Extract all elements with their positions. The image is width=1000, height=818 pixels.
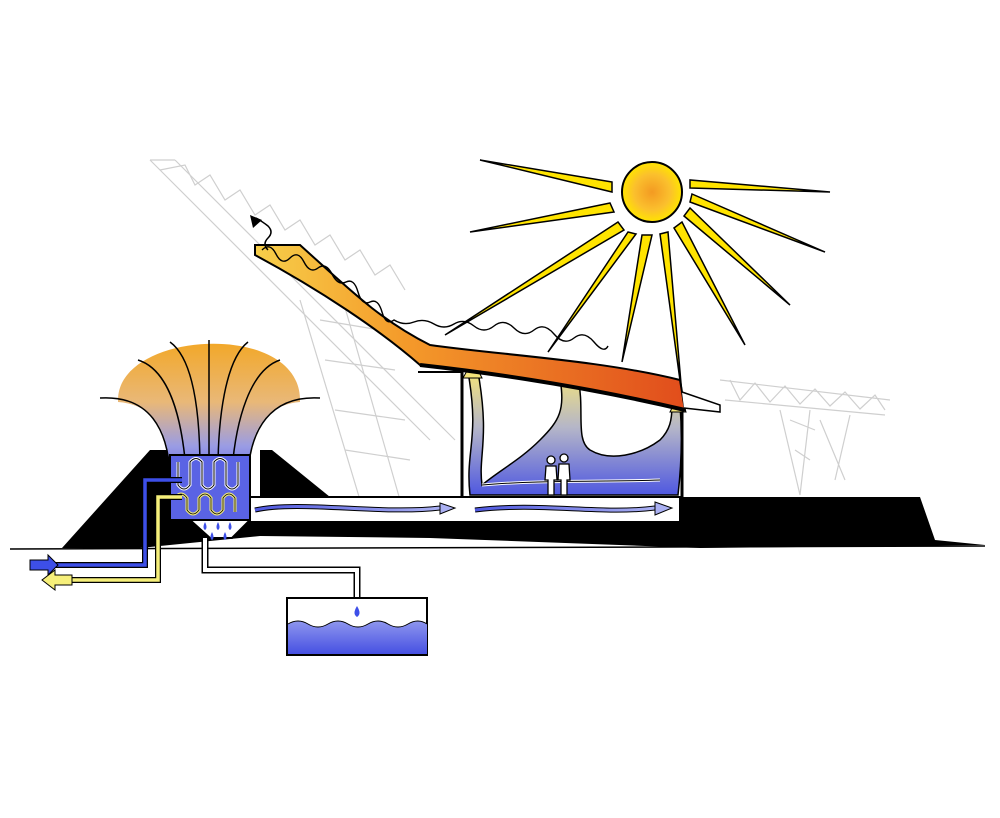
roof-truss-left <box>149 159 456 501</box>
arrow-icon <box>41 568 73 592</box>
arrow-icon <box>654 501 674 516</box>
person-icon <box>544 453 571 496</box>
water-drop-icon <box>354 606 360 617</box>
solar-collector-roof <box>254 244 721 413</box>
sun-icon <box>444 159 831 396</box>
arrow-icon <box>29 553 59 577</box>
water-tank <box>286 597 428 656</box>
exhaust-air <box>250 215 272 251</box>
outlet-pipe <box>41 494 182 592</box>
inlet-pipe <box>29 477 182 577</box>
drain-pipe <box>201 538 361 600</box>
arrow-icon <box>439 502 457 515</box>
roof-truss-right <box>719 379 891 496</box>
water-drop-icon <box>203 522 232 540</box>
arrow-icon <box>250 215 262 228</box>
supply-duct <box>249 496 681 523</box>
heat-exchanger <box>169 454 253 540</box>
cooling-tower <box>99 340 321 490</box>
